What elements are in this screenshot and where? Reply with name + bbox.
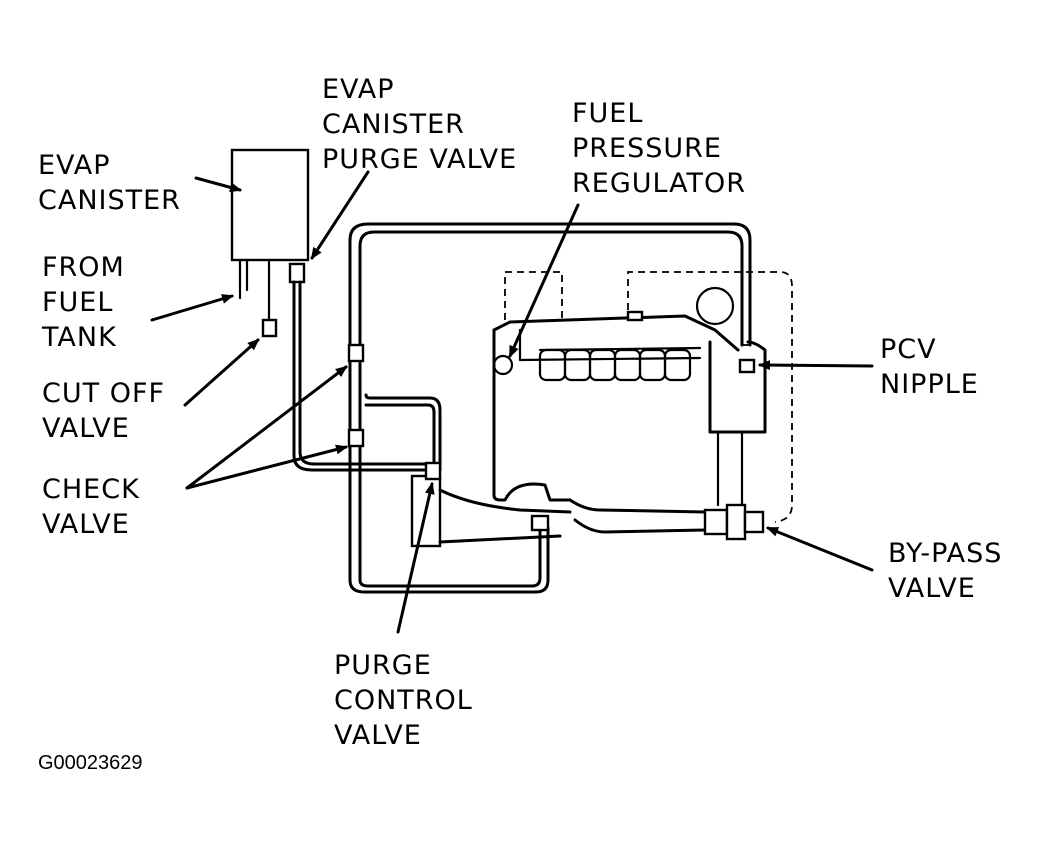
purge-control-valve-shape xyxy=(410,461,572,548)
evap-canister-shape xyxy=(230,148,310,338)
label-evap-canister: EVAP CANISTER xyxy=(38,150,181,216)
arrow-purge-control-valve xyxy=(396,482,435,634)
pcv-nipple-shape xyxy=(738,358,756,374)
arrow-fuel-pressure-regulator xyxy=(508,203,580,358)
label-by-pass-valve: BY-PASS VALVE xyxy=(888,538,1003,604)
arrow-by-pass-valve xyxy=(766,526,874,572)
engine-intake-manifold xyxy=(492,286,767,507)
arrow-pcv-nipple xyxy=(758,360,874,371)
inner-loop-hose xyxy=(364,393,442,472)
arrow-check-valve-lower xyxy=(185,444,348,490)
label-from-fuel-tank: FROM FUEL TANK xyxy=(42,252,125,353)
arrow-cut-off-valve xyxy=(183,338,260,407)
check-valve-lower xyxy=(347,428,365,448)
outer-vacuum-hose xyxy=(348,222,752,594)
check-valve-upper xyxy=(347,343,365,363)
bypass-hose xyxy=(568,498,765,541)
label-cut-off-valve: CUT OFF VALVE xyxy=(42,378,166,444)
arrow-check-valve-upper xyxy=(185,365,348,490)
label-pcv-nipple: PCV NIPPLE xyxy=(880,334,979,400)
arrow-evap-canister xyxy=(194,176,242,193)
label-check-valve: CHECK VALVE xyxy=(42,474,140,540)
arrow-purge-valve xyxy=(310,170,370,260)
label-fuel-pressure-regulator: FUEL PRESSURE REGULATOR xyxy=(572,98,747,199)
label-evap-canister-purge-valve: EVAP CANISTER PURGE VALVE xyxy=(322,74,518,175)
lower-hose-valve xyxy=(530,514,550,532)
label-purge-control-valve: PURGE CONTROL VALVE xyxy=(334,650,473,751)
canister-purge-valve-shape xyxy=(288,262,432,472)
engine-outline xyxy=(504,271,793,523)
figure-id: G00023629 xyxy=(38,752,143,774)
arrow-from-fuel-tank xyxy=(150,294,234,322)
